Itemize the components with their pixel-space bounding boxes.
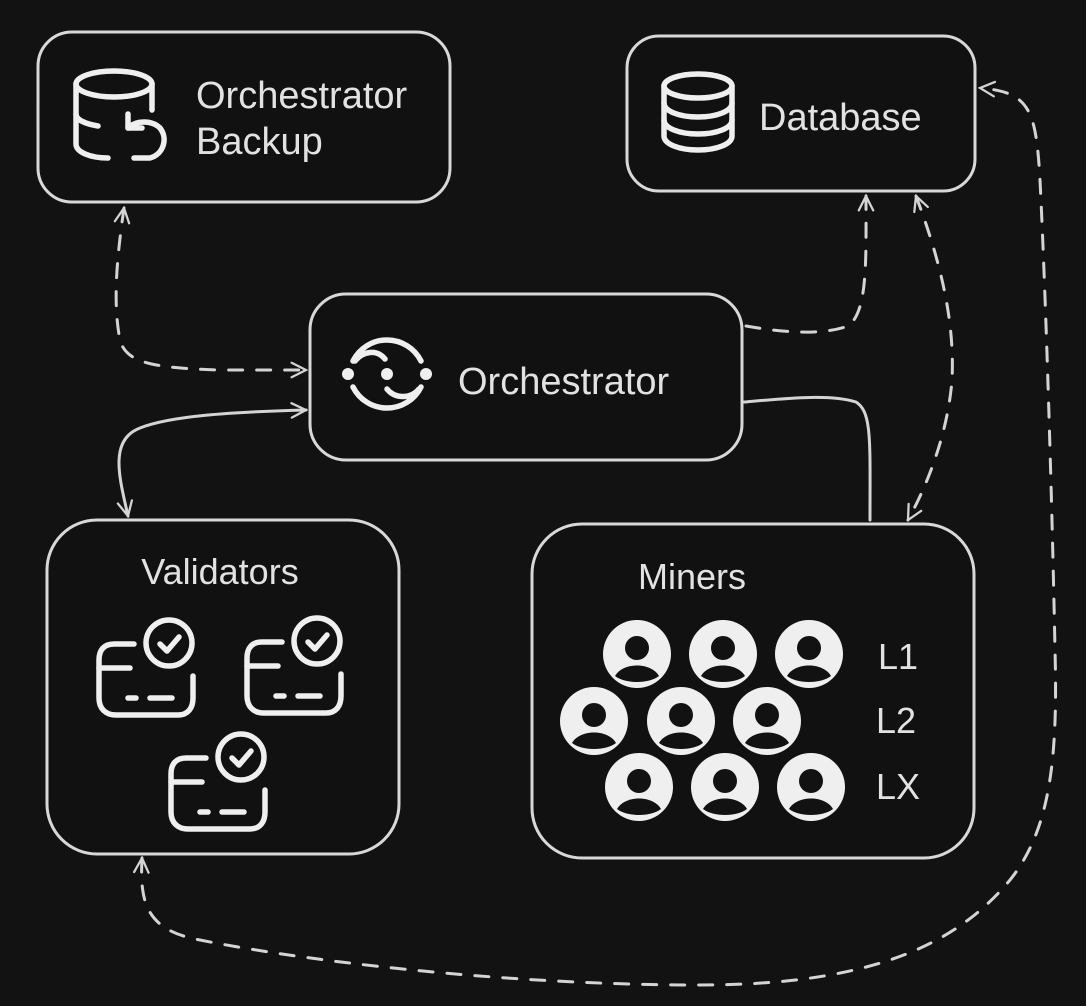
user-circle-icon <box>775 620 843 688</box>
miners-level-l1: L1 <box>878 636 918 677</box>
database-restore-icon <box>73 68 167 161</box>
orchestrator-label: Orchestrator <box>458 361 670 403</box>
edge-orchestrator-database <box>744 196 866 334</box>
node-miners[interactable]: Miners L1 <box>530 522 976 860</box>
orchestrator-backup-box <box>36 30 452 204</box>
validator-check-card-icon <box>244 615 344 716</box>
edge-validators-database <box>142 88 1058 987</box>
orchestrator-sync-icon <box>342 337 432 411</box>
user-circle-icon <box>603 620 671 688</box>
user-circle-icon <box>689 620 757 688</box>
database-label: Database <box>759 97 922 139</box>
user-circle-icon <box>605 753 673 821</box>
orchestrator-box <box>308 292 744 462</box>
edge-validators-orchestrator <box>119 410 306 516</box>
edges <box>116 88 1058 987</box>
database-icon <box>661 71 735 153</box>
user-circle-icon <box>777 753 845 821</box>
orchestrator-backup-label-2: Backup <box>196 121 323 163</box>
node-validators[interactable]: Validators <box>45 518 401 856</box>
user-circle-icon <box>647 687 715 755</box>
miners-level-l2: L2 <box>876 700 916 741</box>
node-database[interactable]: Database <box>625 34 977 193</box>
validator-check-card-icon <box>96 617 196 718</box>
user-circle-icon <box>733 687 801 755</box>
orchestrator-backup-label-1: Orchestrator <box>196 75 408 117</box>
edge-database-miners <box>906 196 954 520</box>
node-orchestrator-backup[interactable]: Orchestrator Backup <box>36 30 452 204</box>
validators-box <box>45 518 401 856</box>
user-circle-icon <box>691 753 759 821</box>
miners-level-lx: LX <box>876 766 920 807</box>
validators-label: Validators <box>141 551 298 592</box>
user-circle-icon <box>560 687 628 755</box>
edge-orchestrator-miners <box>742 395 872 522</box>
validator-check-card-icon <box>168 731 268 832</box>
miners-label: Miners <box>638 556 746 597</box>
node-orchestrator[interactable]: Orchestrator <box>308 292 744 462</box>
edge-backup-orchestrator <box>116 208 306 370</box>
